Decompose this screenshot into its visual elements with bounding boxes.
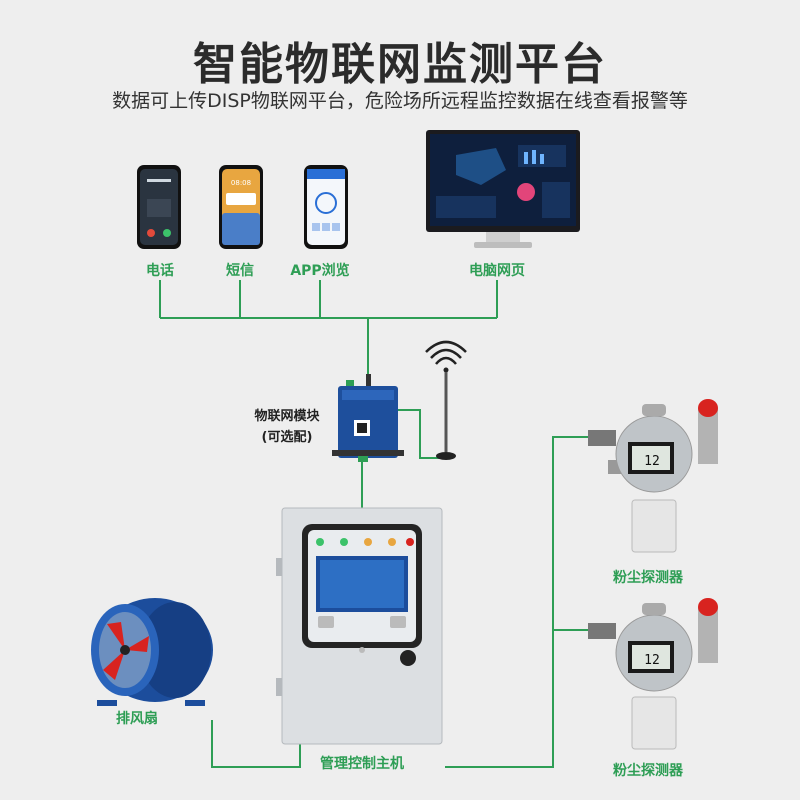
detector-1-reading: 12	[644, 454, 660, 469]
controller-label: 管理控制主机	[320, 756, 404, 772]
page-title: 智能物联网监测平台	[193, 39, 607, 90]
detector-2-label: 粉尘探测器	[613, 763, 683, 779]
iot-module-label: 物联网模块	[254, 409, 320, 424]
iot-module-note: (可选配)	[261, 430, 313, 445]
svg-text:08:08: 08:08	[231, 179, 251, 187]
page-subtitle: 数据可上传DISP物联网平台，危险场所远程监控数据在线查看报警等	[112, 90, 688, 112]
terminal-label-computer: 电脑网页	[469, 263, 525, 279]
detector-1-label: 粉尘探测器	[613, 570, 683, 586]
line-detector-bus	[445, 436, 598, 768]
connection-lines	[159, 280, 598, 768]
iot-module-device	[332, 374, 404, 462]
controller-cabinet	[276, 507, 443, 745]
computer-monitor-icon	[426, 130, 580, 248]
detector-2-reading: 12	[644, 653, 660, 668]
line-fan	[211, 720, 301, 768]
fan-label: 排风扇	[116, 711, 158, 727]
phone-app-icon	[304, 165, 348, 249]
antenna-icon	[425, 340, 467, 460]
terminal-label-sms: 短信	[226, 263, 254, 279]
phone-sms-icon: 08:08	[219, 165, 263, 249]
line-antenna	[392, 409, 444, 459]
terminal-label-app: APP浏览	[290, 263, 350, 279]
phone-call-icon	[137, 165, 181, 249]
terminal-label-call: 电话	[146, 263, 174, 279]
dust-detector-device-1: 12	[588, 399, 718, 553]
dust-detector-device-2: 12	[588, 598, 718, 750]
exhaust-fan-icon	[91, 598, 213, 706]
